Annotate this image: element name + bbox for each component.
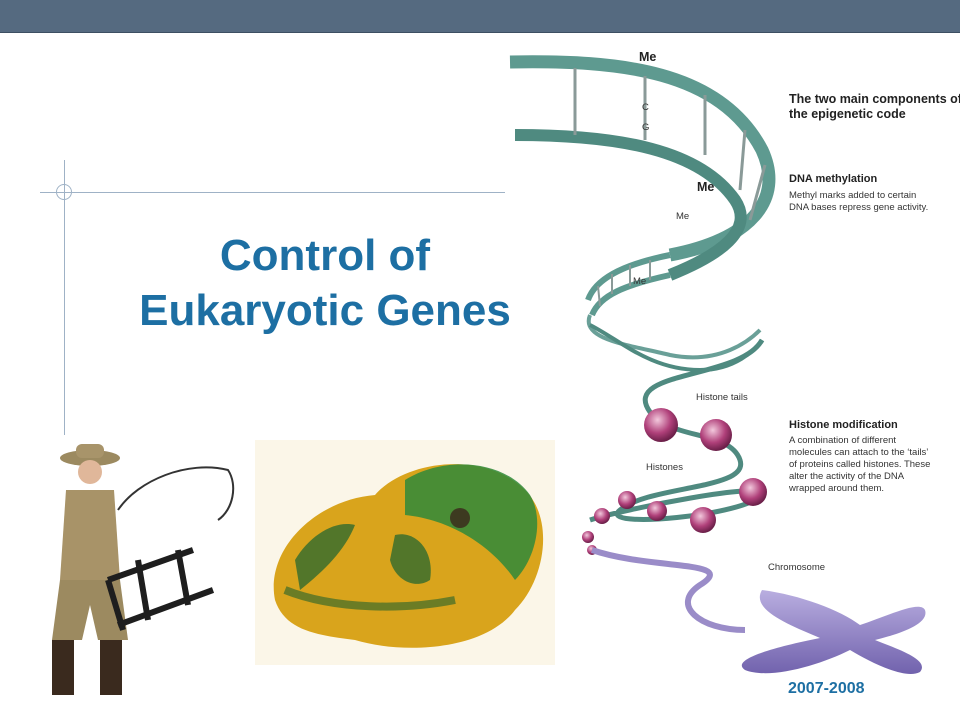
histone-2	[700, 419, 732, 451]
histone-7	[594, 508, 610, 524]
histone-modification-title: Histone modification	[789, 419, 898, 431]
histone-modification-body-3: of proteins called histones. These	[789, 459, 931, 470]
dna-methylation-title: DNA methylation	[789, 173, 878, 185]
me-label-1: Me	[639, 50, 657, 64]
dna-strand-lower	[514, 129, 747, 281]
slide-title-line1: Control of	[219, 231, 431, 280]
top-bar	[0, 0, 960, 33]
slide-title-line2: Eukaryotic Genes	[139, 286, 511, 335]
histone-5	[647, 501, 667, 521]
dna-illustration	[509, 55, 926, 674]
histone-3	[739, 478, 767, 506]
histone-modification-body-4: alter the activity of the DNA	[789, 471, 905, 482]
histone-6	[618, 491, 636, 509]
label-histone-tails: Histone tails	[696, 392, 748, 403]
me-label-3: Me	[676, 211, 690, 222]
guide-line-horizontal	[40, 192, 505, 193]
me-label-4: Me	[633, 276, 647, 287]
dna-methylation-body-2: DNA bases repress gene activity.	[789, 202, 929, 213]
helix-strand-a	[586, 314, 762, 360]
figure-heading: The two main components of the epigeneti…	[789, 92, 960, 121]
dna-methylation-body-1: Methyl marks added to certain	[789, 190, 917, 201]
dna-rungs-large	[573, 68, 767, 221]
label-chromosome: Chromosome	[768, 562, 826, 573]
lion-tamer-image	[38, 440, 248, 705]
guide-crosshair-icon	[56, 184, 72, 200]
histone-modification-body-5: wrapped around them.	[789, 483, 885, 494]
chromosome-fiber	[591, 547, 746, 633]
histone-4	[690, 507, 716, 533]
epigenetics-figure: Me Me Me Me C G The two main components …	[500, 40, 960, 680]
base-g: G	[642, 122, 650, 133]
dna-strand-upper	[509, 55, 776, 262]
chromosome	[741, 590, 926, 674]
base-c: C	[642, 102, 649, 113]
embryo-image	[255, 440, 555, 665]
label-histones: Histones	[646, 462, 683, 473]
histone-8	[582, 531, 594, 543]
histone-group	[582, 408, 767, 555]
guide-line-vertical	[64, 160, 65, 435]
dna-rungs-small	[597, 260, 651, 307]
year-label: 2007-2008	[788, 680, 865, 697]
dna-strand-small-a	[585, 252, 671, 302]
histone-modification-body-1: A combination of different	[789, 435, 897, 446]
histone-1	[644, 408, 678, 442]
dna-strand-small-b	[589, 272, 671, 317]
slide-title: Control of Eukaryotic Genes	[100, 228, 550, 338]
me-label-2: Me	[697, 180, 715, 194]
histone-modification-body-2: molecules can attach to the ‘tails’	[789, 447, 929, 458]
